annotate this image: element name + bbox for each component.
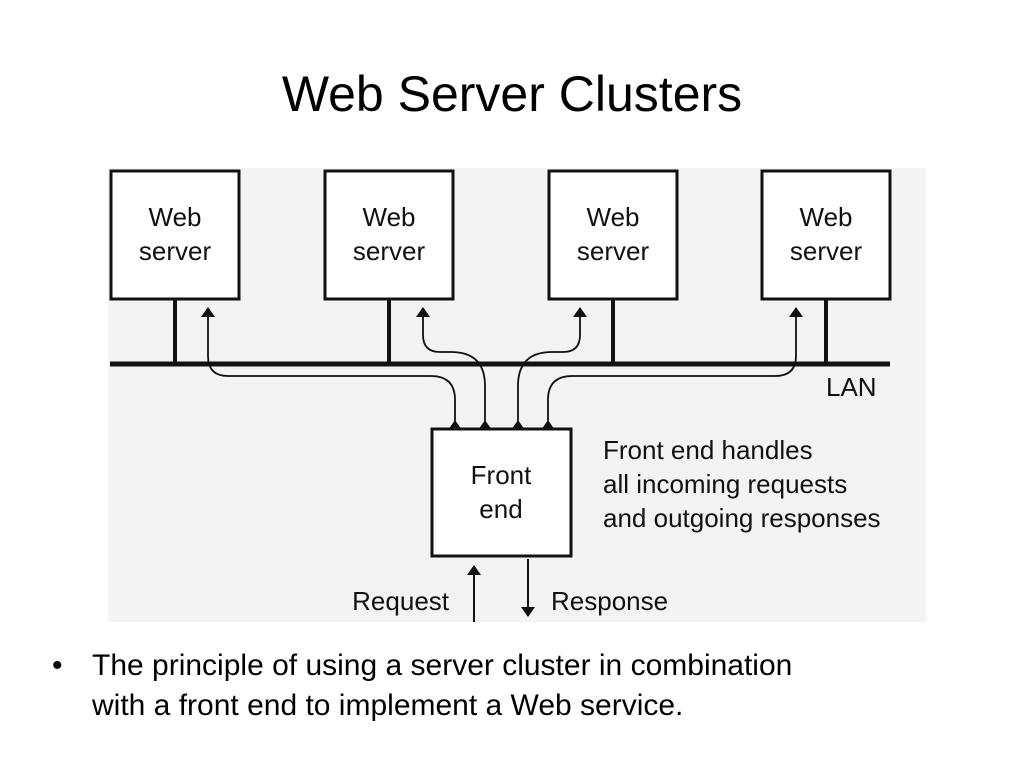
bullet-text-line1: The principle of using a server cluster … [92, 649, 793, 682]
request-label: Request [352, 586, 450, 616]
front-end-box: Front end [430, 427, 573, 558]
web-server-1-label-line2: server [139, 236, 212, 266]
bullet-marker: • [52, 649, 63, 682]
server-lan-connections [173, 299, 828, 364]
response-label: Response [551, 586, 668, 616]
traffic-arrows [201, 307, 803, 430]
note-line-1: Front end handles [603, 435, 813, 465]
web-server-2-label-line2: server [353, 236, 426, 266]
front-end-label-line1: Front [471, 460, 532, 490]
note-line-2: all incoming requests [603, 469, 847, 499]
web-server-1: Web server [109, 169, 241, 301]
web-server-3-label-line1: Web [587, 202, 640, 232]
web-server-1-label-line1: Web [149, 202, 202, 232]
web-server-4: Web server [760, 169, 892, 301]
web-server-2: Web server [323, 169, 455, 301]
web-server-4-label-line2: server [790, 236, 863, 266]
cluster-diagram-svg: Web server Web server Web server Web ser… [109, 169, 892, 622]
client-arrows [467, 559, 535, 622]
front-end-label-line2: end [479, 494, 522, 524]
note-line-3: and outgoing responses [603, 503, 881, 533]
web-server-3-label-line2: server [577, 236, 650, 266]
front-end-note: Front end handles all incoming requests … [603, 435, 881, 533]
lan-label: LAN [826, 372, 877, 402]
cluster-diagram: Web server Web server Web server Web ser… [108, 168, 926, 622]
web-server-3: Web server [547, 169, 679, 301]
arrow-server-2 [416, 307, 492, 430]
slide-title: Web Server Clusters [281, 66, 743, 122]
arrow-server-4 [541, 307, 803, 430]
bullet-text-line2: with a front end to implement a Web serv… [92, 689, 684, 722]
bullet-item: • The principle of using a server cluste… [52, 646, 952, 726]
web-server-4-label-line1: Web [800, 202, 853, 232]
web-server-2-label-line1: Web [363, 202, 416, 232]
